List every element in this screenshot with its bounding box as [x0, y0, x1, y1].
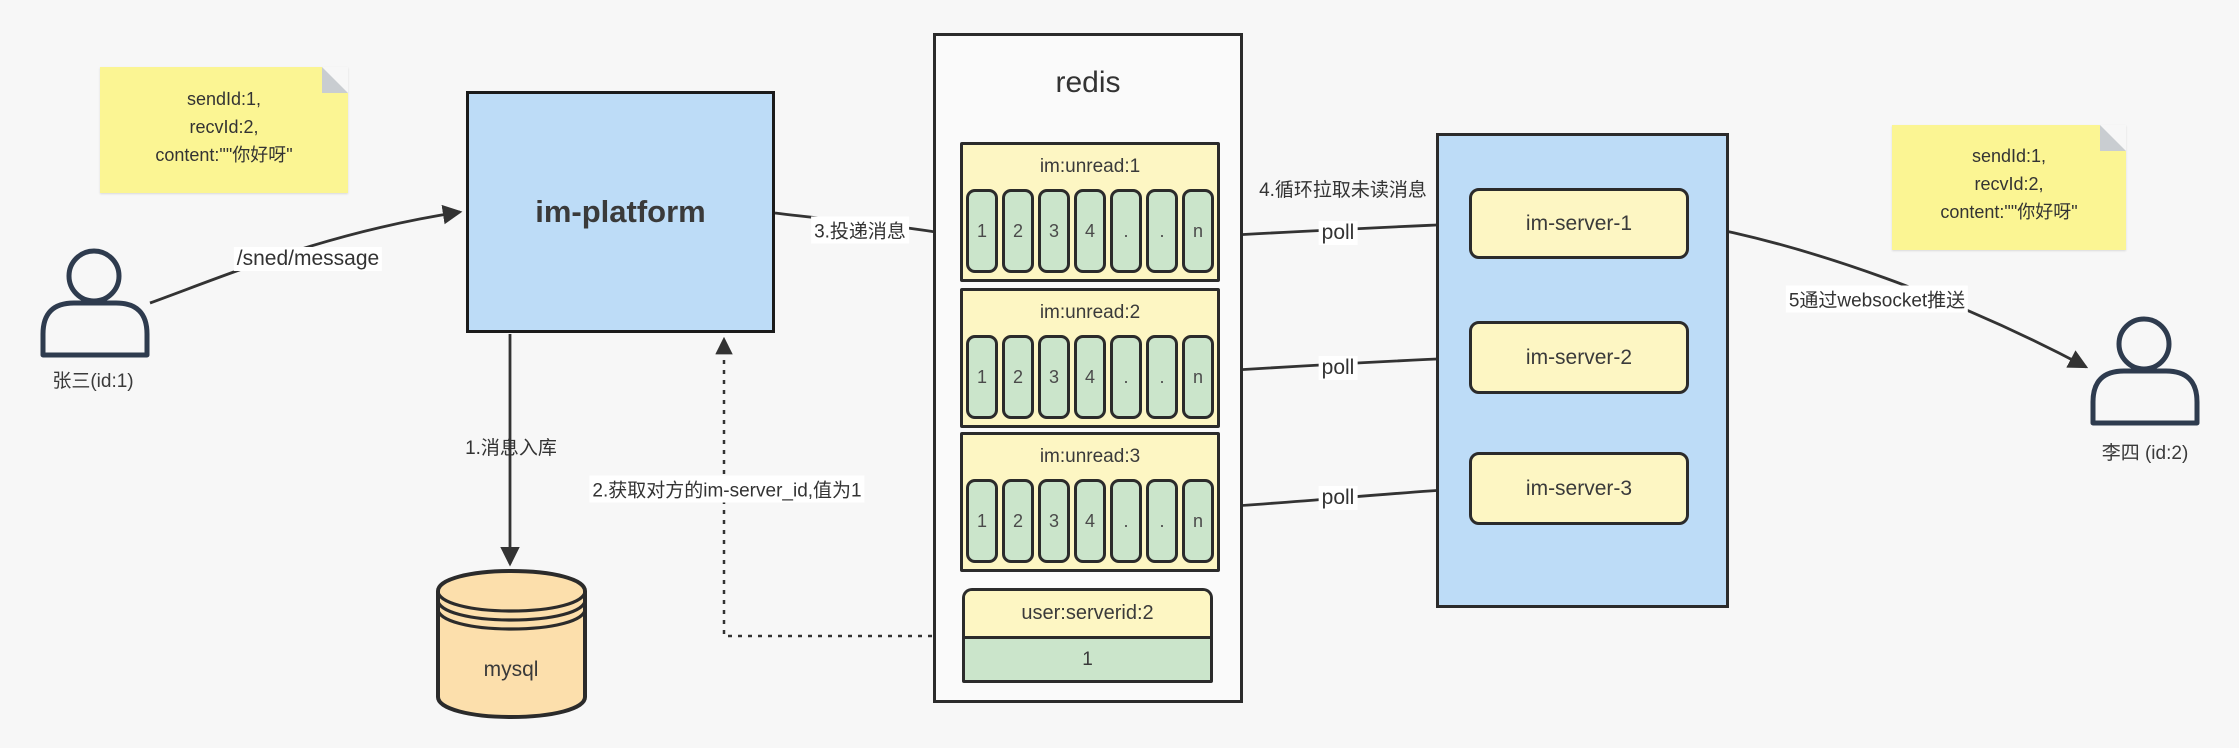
queue-cell: n — [1182, 479, 1214, 563]
queue-cell: . — [1110, 335, 1142, 419]
sticky-line: recvId:2, — [1974, 174, 2044, 194]
im-server-2-node: im-server-2 — [1469, 321, 1689, 394]
queue-cell: 3 — [1038, 189, 1070, 273]
queue-cell: . — [1146, 479, 1178, 563]
poll-label-1: poll — [1318, 221, 1358, 245]
sticky-line: content:""你好呀" — [1940, 202, 2078, 222]
queue-cell: 2 — [1002, 189, 1034, 273]
step5-label: 5通过websocket推送 — [1785, 285, 1969, 313]
user-serverid-value: 1 — [1082, 648, 1093, 670]
mysql-database-icon: mysql — [435, 568, 588, 720]
queue-cell: 1 — [966, 335, 998, 419]
step4-label: 4.循环拉取未读消息 — [1259, 180, 1427, 202]
queue-cell: . — [1110, 189, 1142, 273]
step3-label: 3.投递消息 — [811, 216, 909, 244]
queue-header: im:unread:2 — [1039, 302, 1141, 323]
queue-header: im:unread:3 — [1039, 446, 1141, 467]
queue-cell: 4 — [1074, 335, 1106, 419]
user-serverid-node: user:serverid:2 1 — [962, 588, 1213, 683]
sticky-fold-icon — [2100, 125, 2126, 151]
queue-cell: 1 — [966, 479, 998, 563]
poll-label-2: poll — [1318, 356, 1358, 380]
step2-label: 2.获取对方的im-server_id,值为1 — [589, 475, 865, 503]
sticky-line: recvId:2, — [189, 117, 259, 137]
sticky-line: sendId:1, — [186, 89, 262, 109]
redis-container: redis im:unread:1 1 2 3 4 . . n im:unrea… — [933, 33, 1243, 703]
user-icon-receiver — [2090, 316, 2200, 426]
im-server-group: im-server-1 im-server-2 im-server-3 — [1436, 133, 1729, 608]
queue-im-unread-3: im:unread:3 1 2 3 4 . . n — [960, 432, 1220, 572]
queue-cell: 4 — [1074, 189, 1106, 273]
send-api-label: /sned/message — [233, 247, 383, 271]
queue-cell: 2 — [1002, 335, 1034, 419]
queue-cell: 3 — [1038, 479, 1070, 563]
redis-title: redis — [1055, 66, 1121, 99]
queue-cell: . — [1146, 335, 1178, 419]
queue-im-unread-2: im:unread:2 1 2 3 4 . . n — [960, 288, 1220, 428]
queue-cell: . — [1110, 479, 1142, 563]
user-serverid-header: user:serverid:2 — [965, 591, 1210, 639]
sticky-fold-icon — [322, 67, 348, 93]
sender-label: 张三(id:1) — [52, 371, 134, 392]
im-server-1-node: im-server-1 — [1469, 188, 1689, 259]
queue-im-unread-1: im:unread:1 1 2 3 4 . . n — [960, 142, 1220, 282]
queue-cell: n — [1182, 189, 1214, 273]
sticky-line: content:""你好呀" — [155, 145, 293, 165]
queue-header: im:unread:1 — [1039, 156, 1141, 177]
step1-label: 1.消息入库 — [465, 438, 557, 460]
sticky-note-receiver: sendId:1, recvId:2, content:""你好呀" — [1892, 125, 2126, 250]
queue-cell: n — [1182, 335, 1214, 419]
user-icon-sender — [40, 248, 150, 358]
queue-cell: 1 — [966, 189, 998, 273]
im-platform-node: im-platform — [466, 91, 775, 333]
receiver-label: 李四 (id:2) — [2101, 443, 2189, 464]
queue-cell: 4 — [1074, 479, 1106, 563]
im-server-3-node: im-server-3 — [1469, 452, 1689, 525]
sticky-note-sender: sendId:1, recvId:2, content:""你好呀" — [100, 67, 348, 193]
mysql-label: mysql — [484, 658, 539, 681]
queue-cell: 2 — [1002, 479, 1034, 563]
sticky-line: sendId:1, — [1971, 146, 2047, 166]
queue-cell: 3 — [1038, 335, 1070, 419]
poll-label-3: poll — [1318, 486, 1358, 510]
queue-cell: . — [1146, 189, 1178, 273]
